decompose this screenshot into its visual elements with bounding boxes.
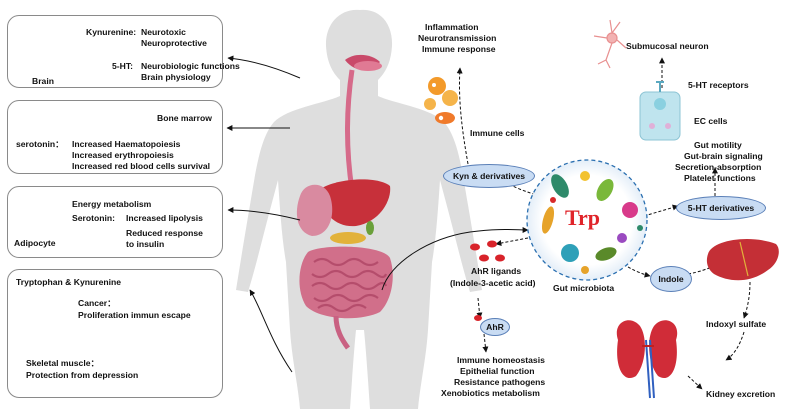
ahr-effect-3: Resistance pathogens [454, 377, 546, 387]
adipocyte-label: Adipocyte [14, 238, 56, 248]
ahr-pill: AhR [480, 318, 510, 336]
intestine-to-microbiota-arrow [381, 226, 529, 291]
immune-cells-label: Immune cells [470, 128, 525, 138]
ahr-ligand-dots [470, 240, 505, 321]
gut-effect-4: Platelet functions [684, 173, 756, 183]
ahr-effect-1: Immune homeostasis [457, 355, 545, 365]
kyn-derivatives-pill: Kyn & derivatives [443, 164, 535, 188]
ahr-ligands-label-2: (Indole-3-acetic acid) [450, 278, 536, 288]
gut-effect-3: Secretion-absorption [675, 162, 762, 172]
brain-5ht-effect-2: Brain physiology [141, 72, 211, 82]
brain-5ht-label: 5-HT: [112, 61, 134, 71]
submucosal-neuron-image [593, 19, 627, 69]
trp-kyn-title: Tryptophan & Kynurenine [16, 277, 122, 287]
gut-microbiota-label: Gut microbiota [553, 283, 615, 293]
5ht-derivatives-pill: 5-HT derivatives [676, 196, 766, 220]
inflammation-text-1: Inflammation [425, 22, 479, 32]
cancer-label: Cancer： [78, 298, 116, 308]
submucosal-neuron-label: Submucosal neuron [626, 41, 709, 51]
inflammation-text-3: Immune response [422, 44, 496, 54]
gut-effect-1: Gut motility [694, 140, 742, 150]
brain-label: Brain [32, 76, 54, 86]
ahr-effect-2: Epithelial function [460, 366, 535, 376]
ahr-effect-4: Xenobiotics metabolism [441, 388, 540, 398]
liver-image [706, 239, 779, 281]
adipocyte-effect-1: Increased lipolysis [126, 213, 203, 223]
gut-microbiota-circle [526, 159, 648, 281]
cancer-effect: Proliferation immun escape [78, 310, 191, 320]
inflammation-text-2: Neurotransmission [418, 33, 497, 43]
kynurenine-effect-2: Neuroprotective [141, 38, 207, 48]
indoxyl-sulfate-label: Indoxyl sulfate [706, 319, 767, 329]
ec-cells-label: EC cells [694, 116, 728, 126]
bone-effect-3: Increased red blood cells survival [72, 161, 211, 171]
bone-effect-1: Increased Haematopoiesis [72, 139, 181, 149]
ec-cells-image [639, 81, 681, 141]
indole-pill: Indole [650, 266, 692, 292]
body-to-panel-arrows [226, 55, 301, 373]
brain-panel [7, 15, 223, 88]
adipocyte-effect-2: Reduced response [126, 228, 203, 238]
kynurenine-effect-1: Neurotoxic [141, 27, 186, 37]
brain-5ht-effect-1: Neurobiologic functions [141, 61, 240, 71]
skeletal-muscle-label: Skeletal muscle： [26, 358, 100, 368]
skeletal-muscle-effect: Protection from depression [26, 370, 139, 380]
digestive-tract [296, 54, 393, 350]
ahr-ligands-label-1: AhR ligands [471, 266, 522, 276]
energy-metabolism-label: Energy metabolism [72, 199, 152, 209]
bone-marrow-panel [7, 100, 223, 174]
5ht-receptors-label: 5-HT receptors [688, 80, 749, 90]
gut-effect-2: Gut-brain signaling [684, 151, 763, 161]
tryptophan-kynurenine-panel [7, 269, 223, 398]
adipocyte-panel [7, 186, 223, 258]
trp-label: Trp [565, 205, 601, 230]
kynurenine-label: Kynurenine: [86, 27, 137, 37]
bone-serotonin-label: serotonin： [16, 139, 64, 149]
adipocyte-serotonin-label: Serotonin: [72, 213, 115, 223]
adipocyte-effect-3: to insulin [126, 239, 165, 249]
immune-cells-image [424, 77, 458, 124]
kidney-excretion-label: Kidney excretion [706, 389, 776, 399]
bone-effect-2: Increased erythropoiesis [72, 150, 174, 160]
kidneys-image [616, 320, 678, 399]
bone-marrow-label: Bone marrow [157, 113, 212, 123]
